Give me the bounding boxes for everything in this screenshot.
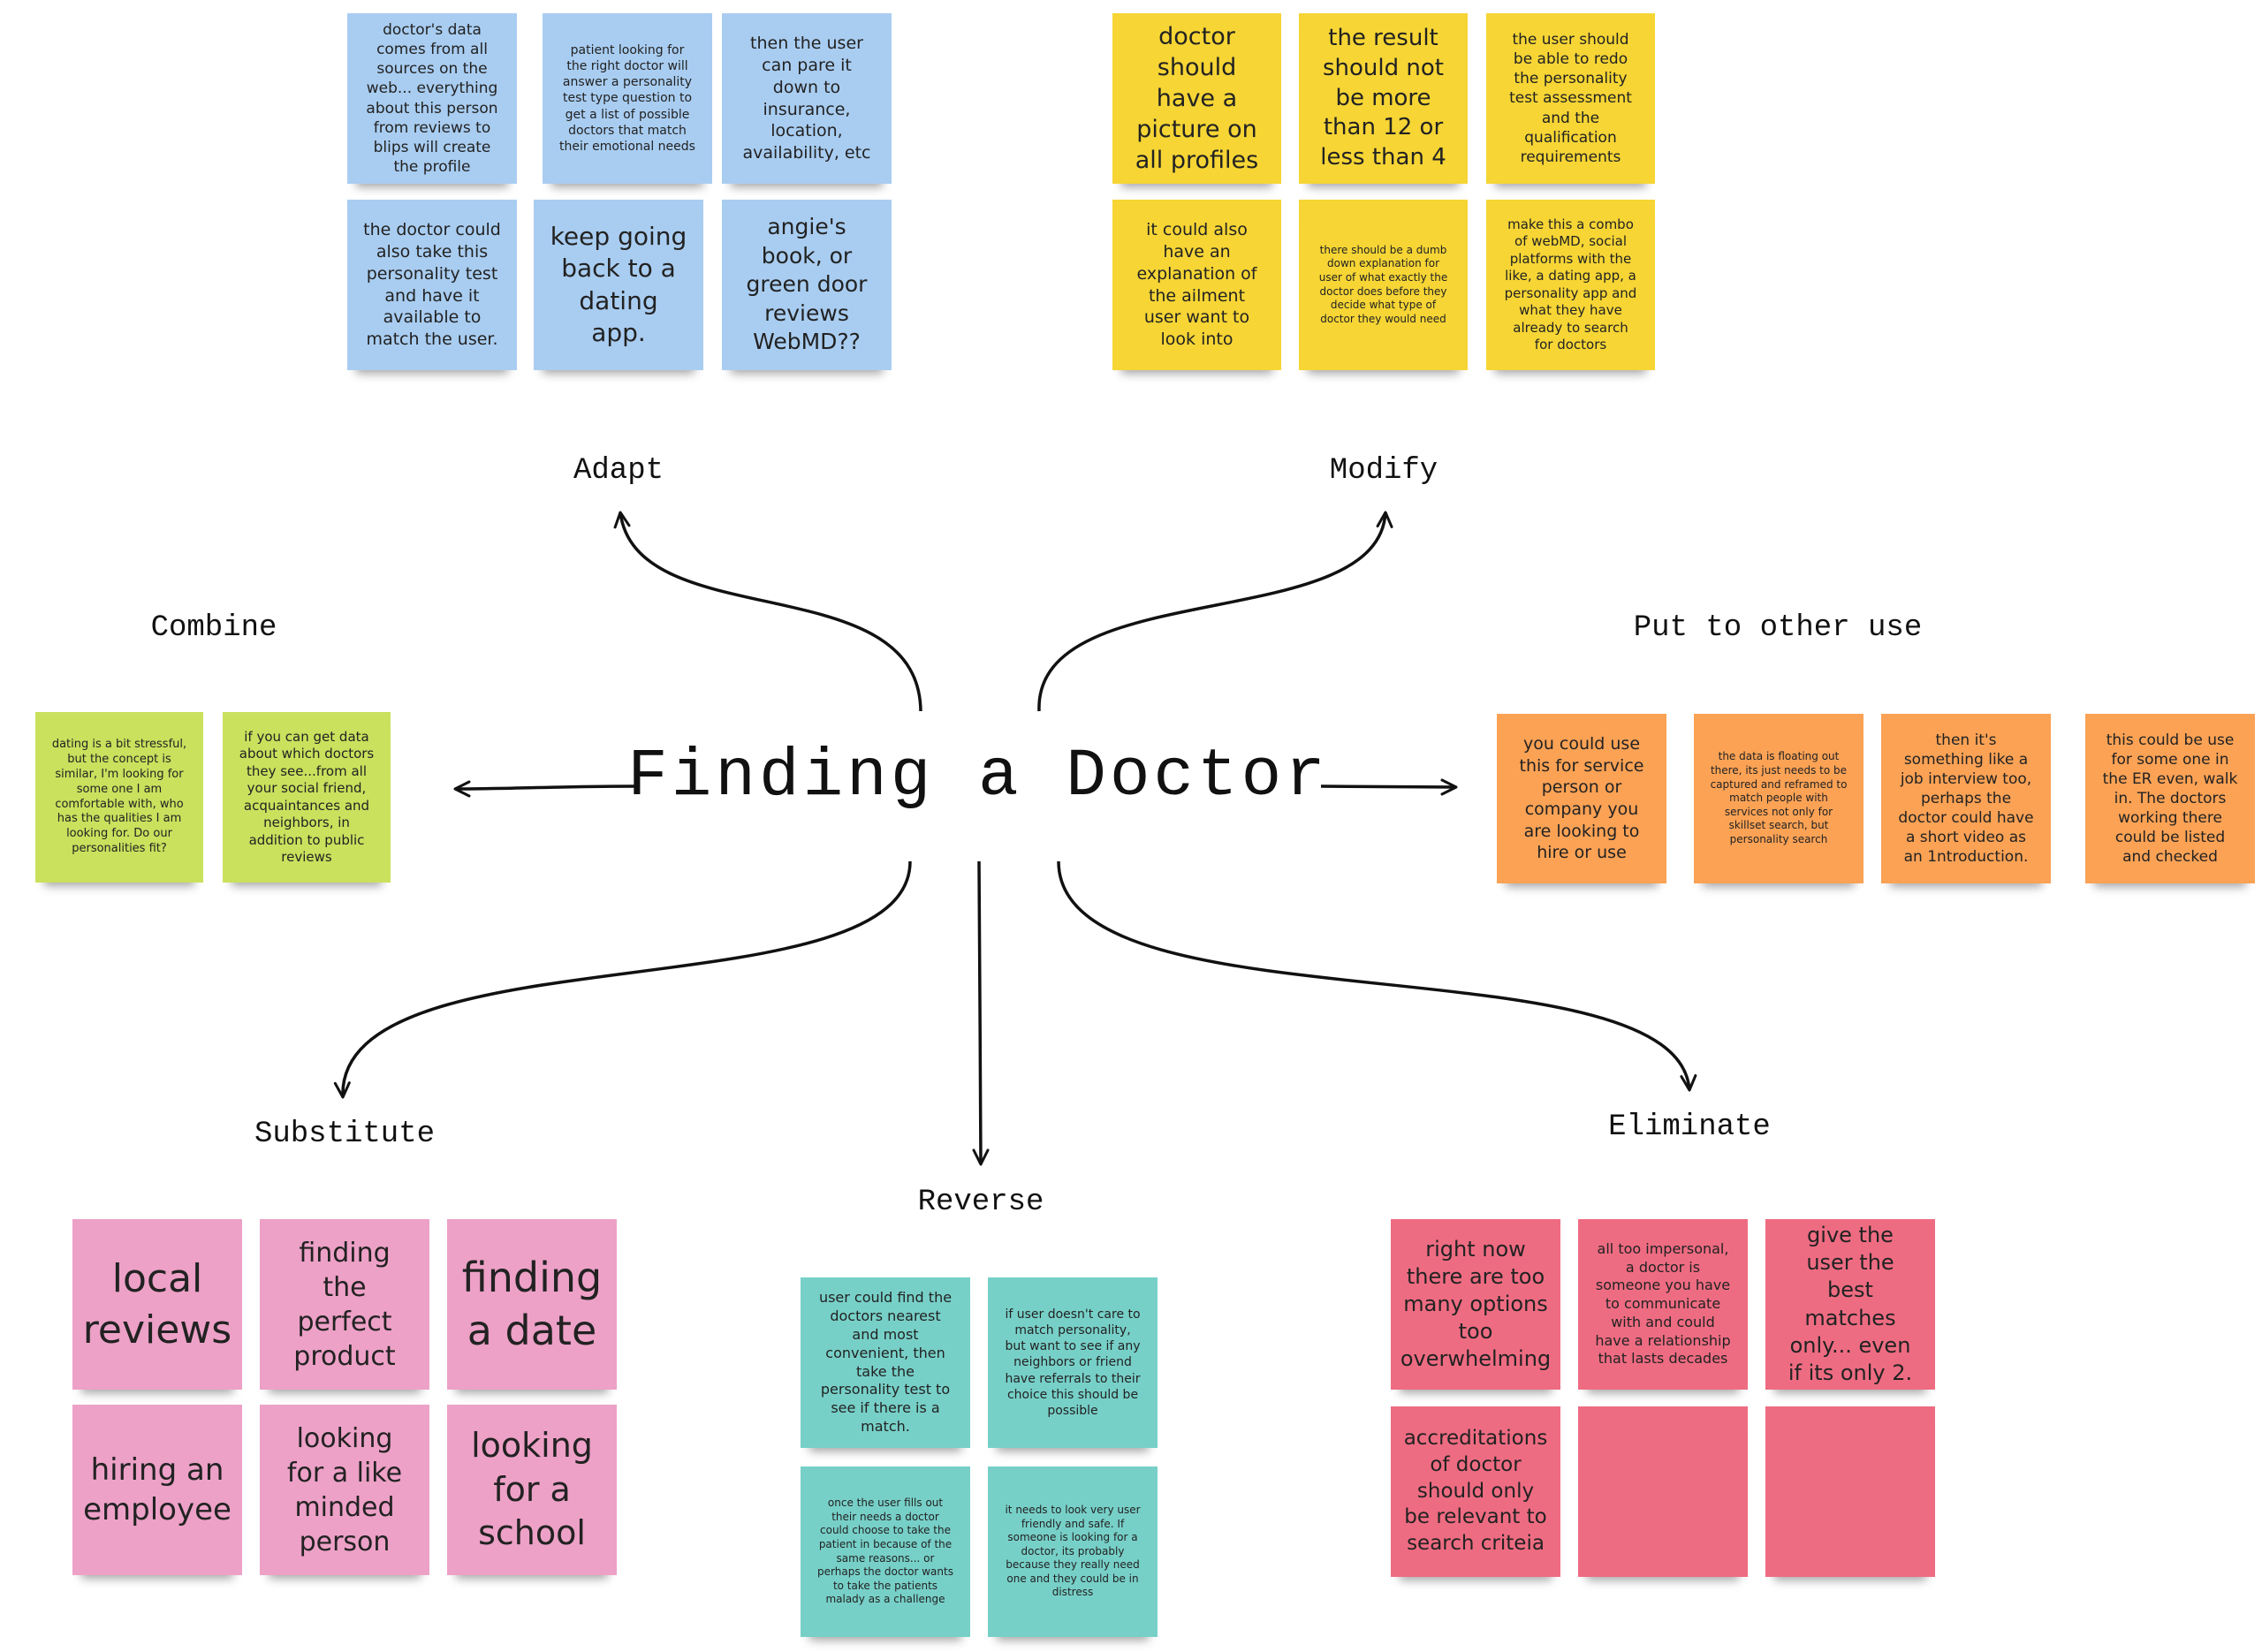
sticky-note[interactable]: all too impersonal, a doctor is someone … — [1578, 1219, 1748, 1390]
arrow-to-combine — [453, 780, 637, 798]
branch-label-put-to-other-use: Put to other use — [1633, 611, 1923, 645]
branch-label-combine: Combine — [150, 611, 277, 645]
sticky-note[interactable]: patient looking for the right doctor wil… — [543, 13, 712, 184]
arrow-to-eliminate — [1057, 860, 1697, 1092]
sticky-note[interactable]: doctor should have a picture on all prof… — [1112, 13, 1281, 184]
sticky-note[interactable]: finding the perfect product — [260, 1219, 429, 1390]
sticky-note[interactable]: dating is a bit stressful, but the conce… — [35, 712, 203, 883]
sticky-note[interactable]: then the user can pare it down to insura… — [722, 13, 892, 184]
sticky-note[interactable]: once the user fills out their needs a do… — [801, 1466, 970, 1637]
sticky-note[interactable]: it needs to look very user friendly and … — [988, 1466, 1158, 1637]
branch-label-eliminate: Eliminate — [1608, 1110, 1771, 1144]
sticky-note[interactable]: the user should be able to redo the pers… — [1486, 13, 1655, 184]
central-title: Finding a Doctor — [627, 739, 1329, 815]
arrow-to-adapt — [613, 511, 922, 712]
sticky-note[interactable]: the data is floating out there, its just… — [1694, 714, 1863, 883]
sticky-note[interactable]: finding a date — [447, 1219, 617, 1390]
sticky-note[interactable]: looking for a like minded person — [260, 1405, 429, 1575]
sticky-note[interactable]: local reviews — [72, 1219, 242, 1390]
arrow-to-modify — [1037, 511, 1393, 712]
sticky-note[interactable]: accreditations of doctor should only be … — [1391, 1406, 1560, 1577]
sticky-note[interactable]: user could find the doctors nearest and … — [801, 1277, 970, 1448]
sticky-note[interactable]: right now there are too many options too… — [1391, 1219, 1560, 1390]
sticky-note[interactable]: hiring an employee — [72, 1405, 242, 1575]
sticky-note-empty[interactable] — [1578, 1406, 1748, 1577]
sticky-note[interactable]: this could be use for some one in the ER… — [2085, 714, 2255, 883]
sticky-note[interactable]: if user doesn't care to match personalit… — [988, 1277, 1158, 1448]
sticky-note[interactable]: you could use this for service person or… — [1497, 714, 1666, 883]
sticky-note[interactable]: give the user the best matches only... e… — [1765, 1219, 1935, 1390]
sticky-note[interactable]: there should be a dumb down explanation … — [1299, 200, 1468, 370]
sticky-note[interactable]: if you can get data about which doctors … — [223, 712, 391, 883]
sticky-note[interactable]: the result should not be more than 12 or… — [1299, 13, 1468, 184]
sticky-note-empty[interactable] — [1765, 1406, 1935, 1577]
branch-label-substitute: Substitute — [254, 1118, 436, 1151]
branch-label-reverse: Reverse — [917, 1186, 1044, 1219]
sticky-note[interactable]: keep going back to a dating app. — [534, 200, 703, 370]
sticky-note[interactable]: make this a combo of webMD, social platf… — [1486, 200, 1655, 370]
sticky-note[interactable]: the doctor could also take this personal… — [347, 200, 517, 370]
sticky-note[interactable]: doctor's data comes from all sources on … — [347, 13, 517, 184]
arrow-to-put-to-other-use — [1320, 778, 1458, 796]
sticky-note[interactable]: angie's book, or green door reviews WebM… — [722, 200, 892, 370]
arrow-to-reverse — [972, 860, 990, 1166]
arrow-to-substitute — [333, 860, 912, 1099]
sticky-note[interactable]: looking for a school — [447, 1405, 617, 1575]
sticky-note[interactable]: then it's something like a job interview… — [1881, 714, 2051, 883]
branch-label-adapt: Adapt — [573, 454, 664, 488]
branch-label-modify: Modify — [1329, 454, 1438, 488]
sticky-note[interactable]: it could also have an explanation of the… — [1112, 200, 1281, 370]
